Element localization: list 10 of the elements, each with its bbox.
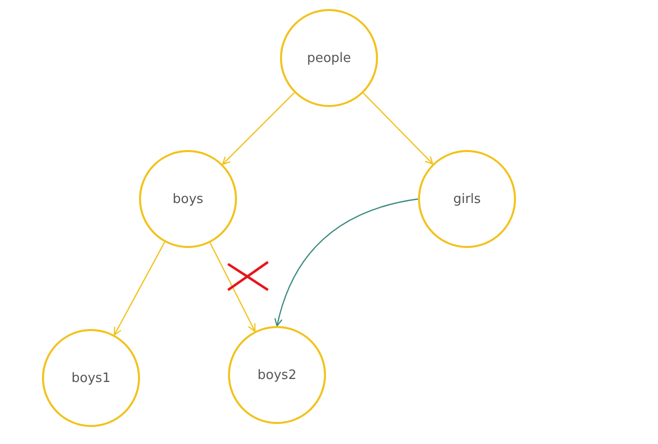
node-label: boys2 xyxy=(258,368,296,382)
arrow xyxy=(114,242,166,336)
node-label: boys xyxy=(172,192,204,206)
arrow xyxy=(362,92,434,165)
node-label: girls xyxy=(453,192,481,206)
arrow xyxy=(274,198,418,327)
arrow xyxy=(222,92,295,165)
arrow xyxy=(210,242,256,332)
node-label: people xyxy=(306,50,352,66)
node-label: boys1 xyxy=(72,370,110,386)
